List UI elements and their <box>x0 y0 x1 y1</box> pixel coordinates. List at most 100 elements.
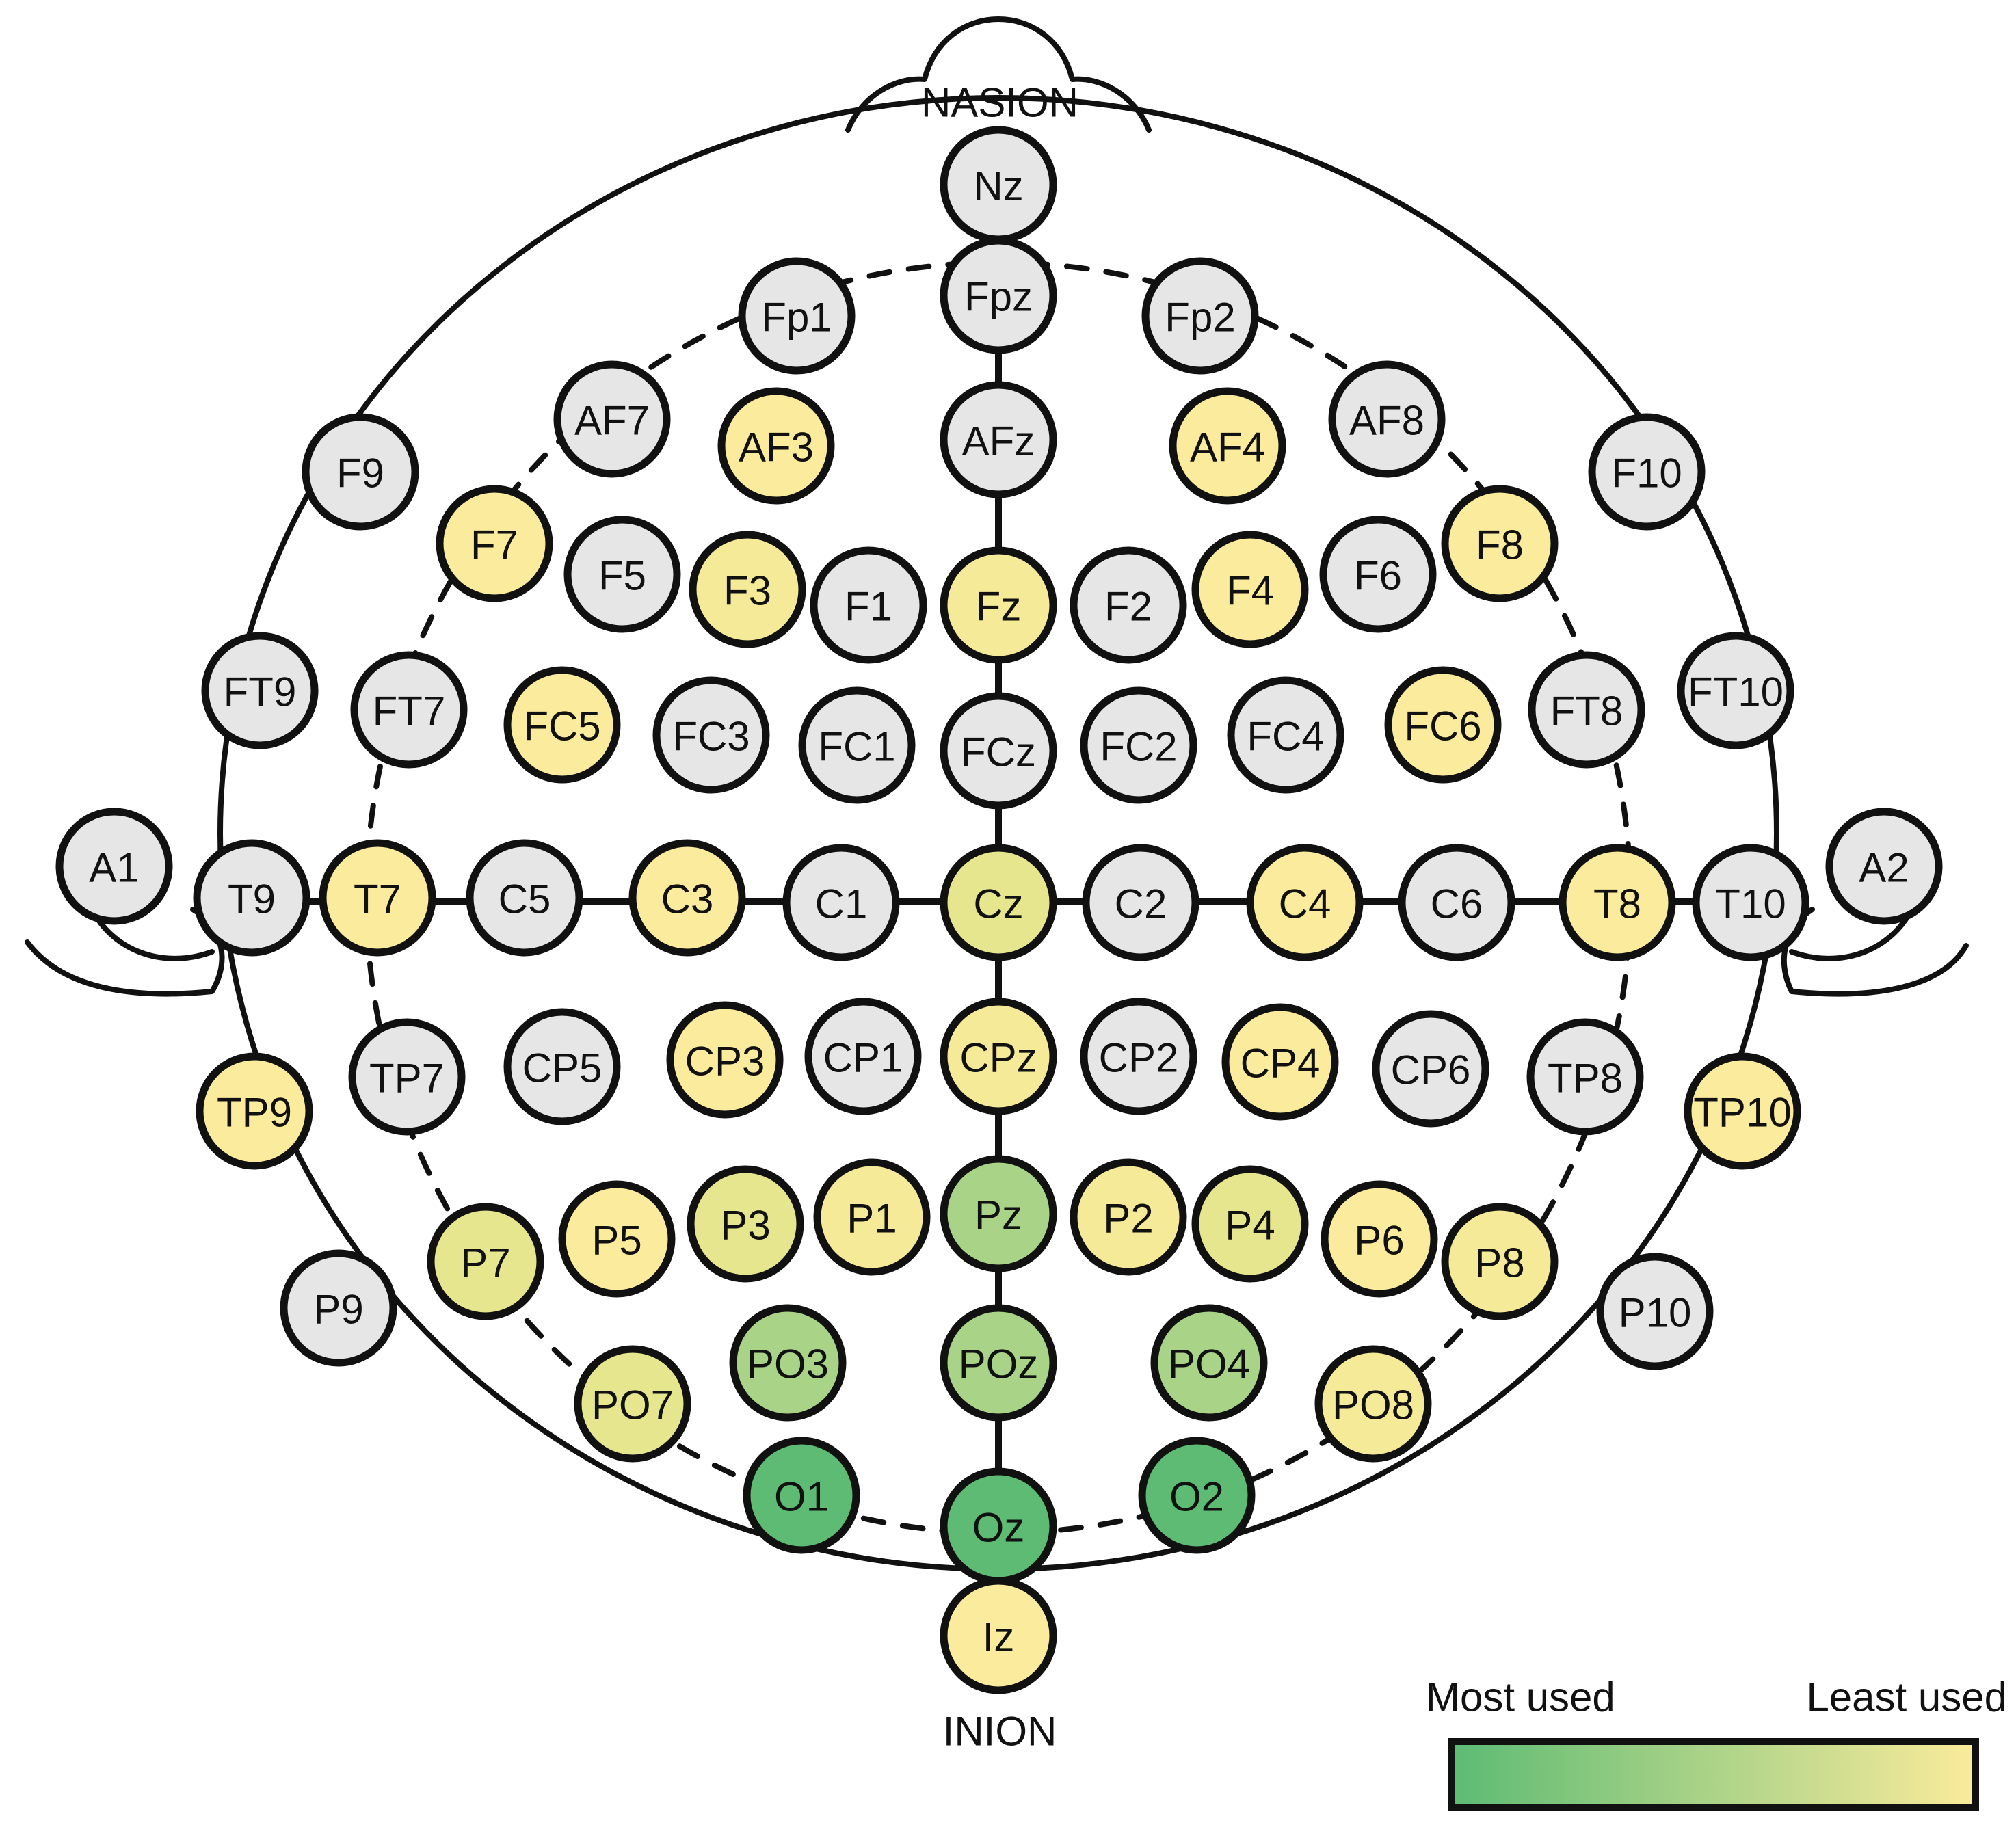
electrode-p7: P7 <box>427 1203 544 1320</box>
electrode-label: F6 <box>1354 553 1402 599</box>
electrode-f10: F10 <box>1588 413 1706 531</box>
electrode-label: C6 <box>1431 881 1483 927</box>
electrode-marker <box>1246 844 1364 961</box>
electrode-cp4: CP4 <box>1221 1003 1339 1121</box>
electrode-t8: T8 <box>1559 844 1676 961</box>
electrode-marker <box>196 1052 313 1170</box>
electrode-label: FC6 <box>1404 704 1481 749</box>
electrode-marker <box>1150 1304 1268 1422</box>
electrode-marker <box>940 844 1057 961</box>
electrode-f4: F4 <box>1191 531 1309 648</box>
electrode-marker <box>503 1008 621 1125</box>
electrode-fc3: FC3 <box>652 676 770 794</box>
electrode-marker <box>1441 1203 1559 1320</box>
electrode-f9: F9 <box>302 413 419 531</box>
electrode-marker <box>1321 1180 1438 1298</box>
electrode-ft10: FT10 <box>1677 632 1794 749</box>
electrode-marker <box>940 1155 1057 1272</box>
electrode-oz: Oz <box>940 1467 1057 1585</box>
electrode-label: F2 <box>1104 584 1152 630</box>
electrode-marker <box>810 546 927 664</box>
electrode-label: F4 <box>1226 568 1274 614</box>
electrode-cp3: CP3 <box>666 1001 784 1119</box>
electrode-label: AF3 <box>739 425 814 470</box>
electrode-marker <box>427 1203 544 1320</box>
electrode-label: FC2 <box>1100 724 1177 770</box>
electrode-label: CP6 <box>1391 1048 1471 1093</box>
electrode-marker <box>1070 546 1187 664</box>
electrode-label: TP7 <box>369 1056 445 1102</box>
electrode-pz: Pz <box>940 1155 1057 1272</box>
electrode-label: AF4 <box>1190 425 1265 470</box>
electrode-marker <box>940 381 1057 498</box>
electrode-marker <box>1319 516 1437 633</box>
electrode-cp5: CP5 <box>503 1008 621 1125</box>
electrode-label: AF8 <box>1349 398 1424 444</box>
electrode-marker <box>652 676 770 794</box>
electrode-f1: F1 <box>810 546 927 664</box>
electrode-f3: F3 <box>689 531 806 648</box>
electrode-marker <box>1528 651 1645 769</box>
electrode-marker <box>804 998 922 1115</box>
electrode-t7: T7 <box>319 839 436 957</box>
electrode-label: O1 <box>774 1474 829 1520</box>
electrode-marker <box>940 998 1057 1115</box>
electrode-marker <box>1138 1437 1256 1554</box>
electrode-label: Oz <box>972 1505 1025 1551</box>
electrode-p5: P5 <box>558 1180 676 1298</box>
electrode-marker <box>563 516 681 633</box>
electrode-marker <box>687 1165 804 1283</box>
electrode-tp9: TP9 <box>196 1052 313 1170</box>
electrode-f6: F6 <box>1319 516 1437 633</box>
electrode-marker <box>940 546 1057 664</box>
electrode-label: T9 <box>228 877 276 922</box>
electrode-t10: T10 <box>1692 844 1809 961</box>
electrode-label: A2 <box>1859 845 1909 891</box>
electrode-f2: F2 <box>1070 546 1187 664</box>
electrode-label: CP5 <box>522 1045 602 1091</box>
electrode-label: C3 <box>661 877 714 922</box>
electrode-label: TP10 <box>1693 1090 1791 1136</box>
electrode-po3: PO3 <box>729 1304 847 1422</box>
electrode-label: FC3 <box>672 714 750 760</box>
electrode-marker <box>940 1304 1057 1422</box>
electrode-label: P10 <box>1619 1290 1692 1336</box>
electrode-c3: C3 <box>628 839 746 957</box>
legend-least-label: Least used <box>1806 1675 2007 1720</box>
electrode-af7: AF7 <box>553 360 671 478</box>
electrode-label: FC4 <box>1247 714 1324 760</box>
electrode-label: F8 <box>1476 522 1524 568</box>
electrode-p1: P1 <box>813 1158 931 1276</box>
electrode-marker <box>55 808 173 925</box>
electrode-marker <box>782 844 900 961</box>
electrode-marker <box>1677 632 1794 749</box>
electrode-c5: C5 <box>466 839 583 957</box>
electrode-label: P4 <box>1225 1203 1275 1249</box>
electrode-marker <box>1080 686 1197 804</box>
electrode-marker <box>1191 531 1309 648</box>
electrode-marker <box>348 1018 466 1136</box>
electrode-cp6: CP6 <box>1372 1010 1489 1128</box>
electrode-fpz: Fpz <box>940 237 1057 354</box>
electrode-label: C2 <box>1115 881 1167 927</box>
electrode-label: CP4 <box>1241 1041 1321 1086</box>
electrode-label: FC5 <box>523 704 600 749</box>
electrode-fc4: FC4 <box>1227 676 1344 794</box>
electrode-tp7: TP7 <box>348 1018 466 1136</box>
electrode-marker <box>1328 360 1446 478</box>
electrode-label: C1 <box>815 881 868 927</box>
electrode-af8: AF8 <box>1328 360 1446 478</box>
electrode-fc5: FC5 <box>503 666 621 784</box>
electrode-label: CP3 <box>685 1039 765 1084</box>
electrode-label: FC1 <box>818 724 895 770</box>
electrode-o1: O1 <box>743 1437 860 1554</box>
electrode-label: F10 <box>1611 451 1682 496</box>
electrode-tp10: TP10 <box>1684 1052 1801 1170</box>
electrode-marker <box>738 257 856 375</box>
electrode-marker <box>201 632 319 749</box>
electrode-marker <box>1080 998 1197 1115</box>
electrode-label: T8 <box>1593 881 1641 927</box>
electrode-nz: Nz <box>940 126 1057 243</box>
legend-most-label: Most used <box>1426 1675 1615 1720</box>
